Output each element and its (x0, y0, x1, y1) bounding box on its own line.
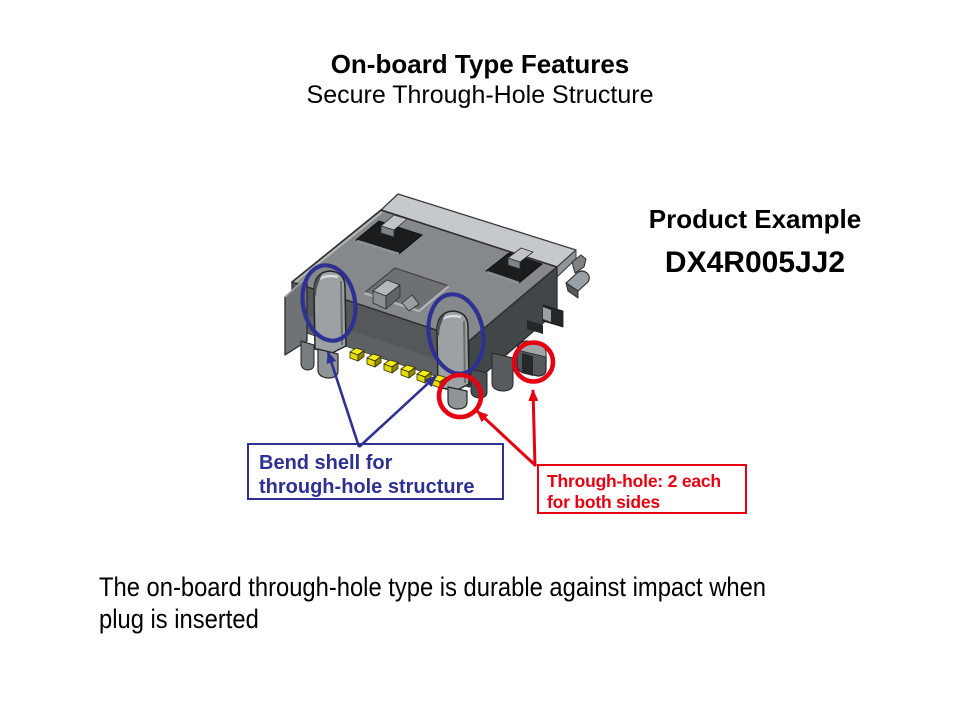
connector-legs (300, 270, 547, 410)
product-example-label: Product Example (648, 204, 862, 234)
annotation-arrows (326, 351, 539, 468)
product-model-number: DX4R005JJ2 (664, 246, 846, 279)
annotation-ellipses (300, 263, 556, 420)
callout-through-hole: Through-hole: 2 each for both sides (537, 464, 747, 514)
caption-line1: The on-board through-hole type is durabl… (99, 572, 767, 602)
caption-line2: plug is inserted (99, 604, 259, 634)
slide-caption: The on-board through-hole type is durabl… (99, 571, 766, 635)
callout-bend-shell-line1: Bend shell for (259, 452, 393, 474)
callout-bend-shell: Bend shell for through-hole structure (247, 443, 504, 500)
callout-through-hole-line2: for both sides (547, 492, 660, 512)
page-subtitle: Secure Through-Hole Structure (306, 81, 654, 109)
callout-through-hole-line1: Through-hole: 2 each (547, 471, 721, 491)
page-title: On-board Type Features (330, 49, 630, 79)
connector-body (284, 193, 590, 388)
callout-bend-shell-line2: through-hole structure (259, 476, 475, 498)
product-example-block: Product Example DX4R005JJ2 (620, 204, 890, 280)
